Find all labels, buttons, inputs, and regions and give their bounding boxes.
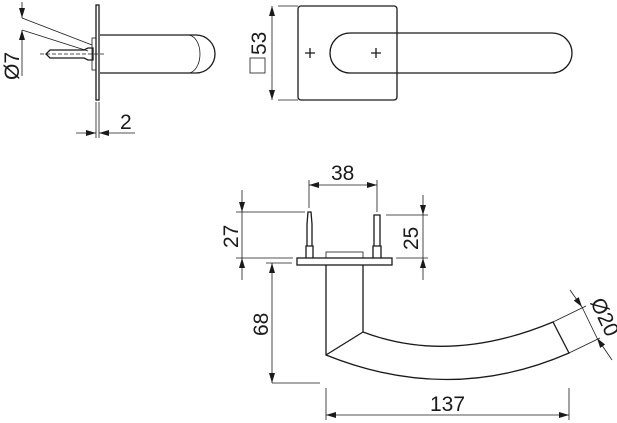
dim-neck-height-68: 68: [250, 313, 273, 336]
pin-left: [305, 211, 314, 258]
side-view: Ø7 2: [1, 2, 216, 138]
handle-neck-side: [100, 34, 216, 74]
lever-front: [329, 32, 573, 74]
dim-rose-53: 53: [248, 32, 271, 55]
dim-grip-diameter-20: Ø20: [585, 294, 617, 340]
square-symbol-icon: [249, 57, 266, 74]
spindle-pin: [45, 47, 94, 61]
square-rose: [297, 5, 398, 101]
lever-top: [325, 265, 570, 381]
dim-thickness-2: 2: [120, 111, 132, 134]
pin-right: [372, 214, 382, 258]
rose-plate-top: [296, 257, 393, 266]
dim-pin-height-27: 27: [220, 225, 243, 248]
rose-plate-side: [95, 4, 100, 101]
front-view: 53: [248, 5, 573, 101]
dim-length-137: 137: [430, 393, 465, 416]
dim-pin-spacing-38: 38: [331, 162, 354, 185]
screw-marks: [305, 48, 381, 58]
dim-diameter-7: Ø7: [1, 52, 24, 80]
top-view: 38 27 25 68 137 Ø20: [220, 162, 617, 420]
dim-pin-height-25: 25: [400, 227, 423, 250]
